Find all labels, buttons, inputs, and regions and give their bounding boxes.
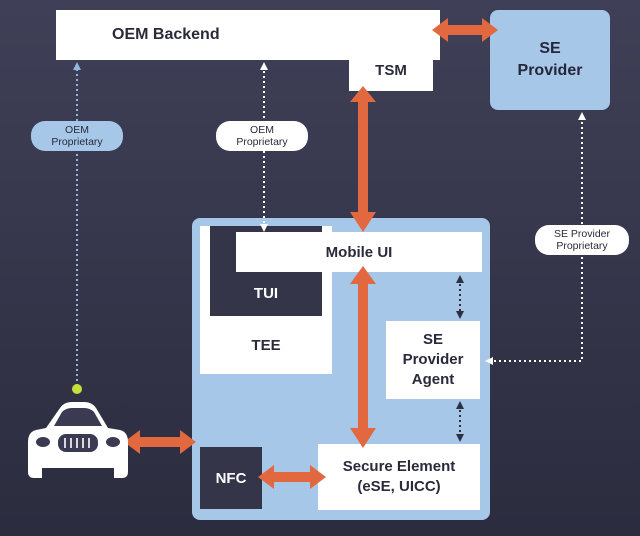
nfc-label: NFC [215, 469, 247, 487]
agent-to-se-provider-dotted-line [485, 112, 586, 365]
tsm-box: TSM [349, 49, 433, 91]
oem-proprietary-mid-label: OEM Proprietary [236, 124, 288, 148]
tsm-label: TSM [375, 61, 407, 79]
se-provider-proprietary-pill: SE Provider Proprietary [535, 225, 629, 255]
se-provider-agent-box: SE Provider Agent [386, 321, 480, 399]
car-nfc-arrow [124, 430, 196, 454]
se-provider-proprietary-label: SE Provider Proprietary [553, 228, 611, 252]
tee-label: TEE [251, 337, 281, 354]
se-provider-label: SE Provider [517, 40, 583, 79]
oem-proprietary-left-label: OEM Proprietary [51, 124, 103, 148]
oem-proprietary-left-pill: OEM Proprietary [31, 121, 123, 151]
se-provider-box: SE Provider [490, 10, 610, 110]
oem-backend-label: OEM Backend [112, 26, 220, 43]
oem-se-provider-arrow [432, 18, 498, 42]
mobile-ui-box: Mobile UI [236, 232, 482, 272]
mobile-ui-label: Mobile UI [325, 243, 393, 261]
secure-element-label: Secure Element (eSE, UICC) [342, 458, 456, 495]
nfc-secure-element-arrow [258, 465, 326, 489]
oem-proprietary-mid-pill: OEM Proprietary [216, 121, 308, 151]
car-icon [28, 402, 128, 478]
secure-element-box: Secure Element (eSE, UICC) [318, 444, 480, 510]
se-provider-agent-label: SE Provider Agent [402, 331, 464, 388]
nfc-box: NFC [200, 447, 262, 509]
mobile-ui-secure-element-arrow [350, 266, 376, 448]
car-connection-dot [72, 384, 82, 394]
tui-label: TUI [253, 285, 279, 302]
tsm-mobile-ui-arrow [350, 86, 376, 232]
